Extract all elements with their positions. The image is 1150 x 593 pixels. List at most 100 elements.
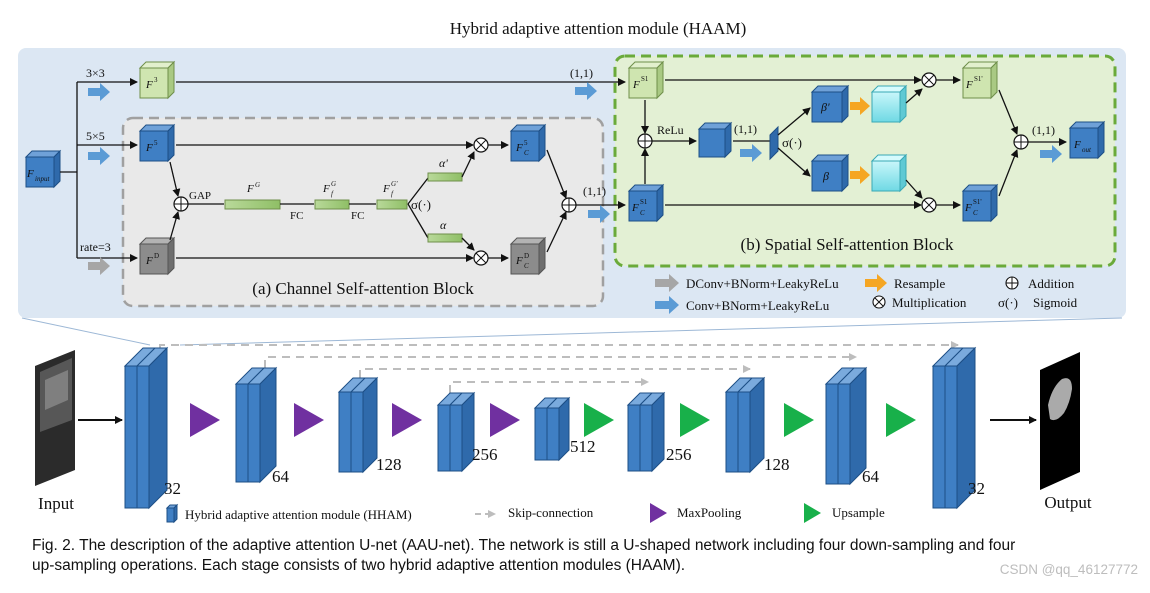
one-one-a: (1,1)	[570, 66, 593, 80]
input-label-sub: input	[35, 175, 50, 183]
stage-slab	[338, 391, 352, 473]
addition-node-icon	[637, 133, 653, 149]
branch-5-label: 5×5	[86, 129, 105, 143]
spatial-block-label: (b) Spatial Self-attention Block	[741, 235, 954, 254]
stage-slab-side	[259, 366, 277, 484]
legend-maxpool: MaxPooling	[677, 505, 742, 520]
fg-label: F	[246, 183, 254, 195]
split-down	[407, 203, 429, 239]
skip-connection-4	[449, 378, 649, 393]
f5-to-add	[169, 161, 181, 197]
fcd-to-add	[546, 211, 567, 253]
f5-label: F	[145, 142, 153, 154]
dconv-arrow-icon	[88, 257, 110, 275]
stage-slab-side	[749, 376, 765, 474]
zoom-line-right	[179, 317, 1123, 346]
fcd-sup: D	[524, 252, 529, 260]
addition-icon	[1005, 276, 1019, 290]
fd-to-add	[169, 211, 180, 241]
stage-channel-label: 64	[862, 467, 880, 486]
gap-label: GAP	[189, 190, 211, 202]
conv-arrow-icon	[740, 144, 762, 162]
stage-slab-side	[651, 391, 665, 473]
stage-slab	[627, 404, 641, 472]
sigma-to-beta-p	[777, 107, 811, 136]
stage-block	[533, 396, 571, 462]
input-image	[35, 350, 75, 486]
watermark: CSDN @qq_46127772	[999, 562, 1138, 577]
addition-node-icon	[561, 197, 577, 213]
stage-channel-label: 256	[472, 445, 498, 464]
resample-arrow-icon	[850, 166, 870, 184]
cyan-to-mult-top	[905, 88, 923, 104]
stage-block	[123, 346, 169, 510]
haam-legend-icon	[165, 503, 179, 524]
fc5-cube	[509, 123, 547, 163]
legend-mult: Multiplication	[892, 295, 967, 310]
stage-channel-label: 32	[968, 479, 985, 498]
alpha-to-mult	[461, 237, 475, 251]
zoom-line-left	[21, 317, 151, 346]
fs1-label: F	[632, 79, 640, 91]
fcd-label: F	[515, 255, 523, 267]
fout-sub: out	[1082, 146, 1092, 154]
relu-label: ReLu	[657, 123, 684, 137]
beta-label: β	[822, 169, 829, 183]
fg-vector	[224, 199, 281, 210]
stage-slab-side	[461, 391, 475, 473]
stage-slab	[546, 407, 560, 461]
legend-sigmoid: Sigmoid	[1033, 295, 1078, 310]
multiplication-node-icon	[921, 197, 937, 213]
maxpool-icon	[190, 403, 220, 437]
fcs1-sup: S1	[640, 198, 648, 206]
stage-slab	[825, 383, 839, 485]
stage-slab-side	[558, 396, 570, 462]
upsample-icon	[886, 403, 916, 437]
conv-arrow-icon	[1040, 145, 1062, 163]
stage-slab	[837, 383, 851, 485]
sigma-to-beta	[777, 147, 811, 177]
fcs1p-sup: S1'	[973, 198, 982, 206]
legend-dconv: DConv+BNorm+LeakyReLu	[686, 276, 839, 291]
alpha-prime-vector	[427, 172, 463, 182]
legend-resample: Resample	[894, 276, 945, 291]
stage-slab	[534, 407, 548, 461]
sigma-s-label: σ(·)	[782, 135, 802, 150]
fs1-cube	[627, 60, 665, 100]
input-label: F	[26, 168, 34, 180]
fcs1p-cube	[961, 183, 999, 223]
fcs1-label: F	[631, 202, 639, 214]
f5-sup: 5	[154, 139, 158, 147]
beta-prime-label: β'	[820, 100, 830, 114]
alpha-label: α	[440, 218, 447, 232]
stage-slab	[725, 391, 739, 473]
ffg2-sub: f	[391, 190, 394, 198]
f5-cube	[138, 123, 176, 163]
legend-upsample: Upsample	[832, 505, 885, 520]
cyan-cube-bottom	[870, 153, 908, 193]
upsample-icon	[784, 403, 814, 437]
fcd-sub: C	[524, 262, 529, 270]
cyan-cube-top	[870, 84, 908, 124]
stage-channel-label: 64	[272, 467, 290, 486]
caption-line-2: up-sampling operations. Each stage consi…	[32, 557, 686, 574]
fout-label: F	[1073, 139, 1081, 151]
stage-block	[436, 391, 476, 473]
fc5-sup: 5	[524, 139, 528, 147]
multiplication-node-icon	[473, 250, 489, 266]
legend-skip: Skip-connection	[508, 505, 594, 520]
fc5-to-add	[546, 149, 568, 199]
stage-slab-side	[362, 376, 378, 474]
conv-arrow-icon	[655, 296, 679, 314]
legend-haam: Hybrid adaptive attention module (HHAM)	[185, 507, 412, 522]
multiplication-node-icon	[921, 72, 937, 88]
maxpool-icon	[294, 403, 324, 437]
fcs1p-label: F	[964, 202, 972, 214]
output-caption: Output	[1044, 493, 1092, 512]
legend-conv: Conv+BNorm+LeakyReLu	[686, 298, 830, 313]
stage-block	[626, 391, 666, 473]
fcd-cube	[509, 236, 547, 276]
stage-channel-label: 512	[570, 437, 596, 456]
